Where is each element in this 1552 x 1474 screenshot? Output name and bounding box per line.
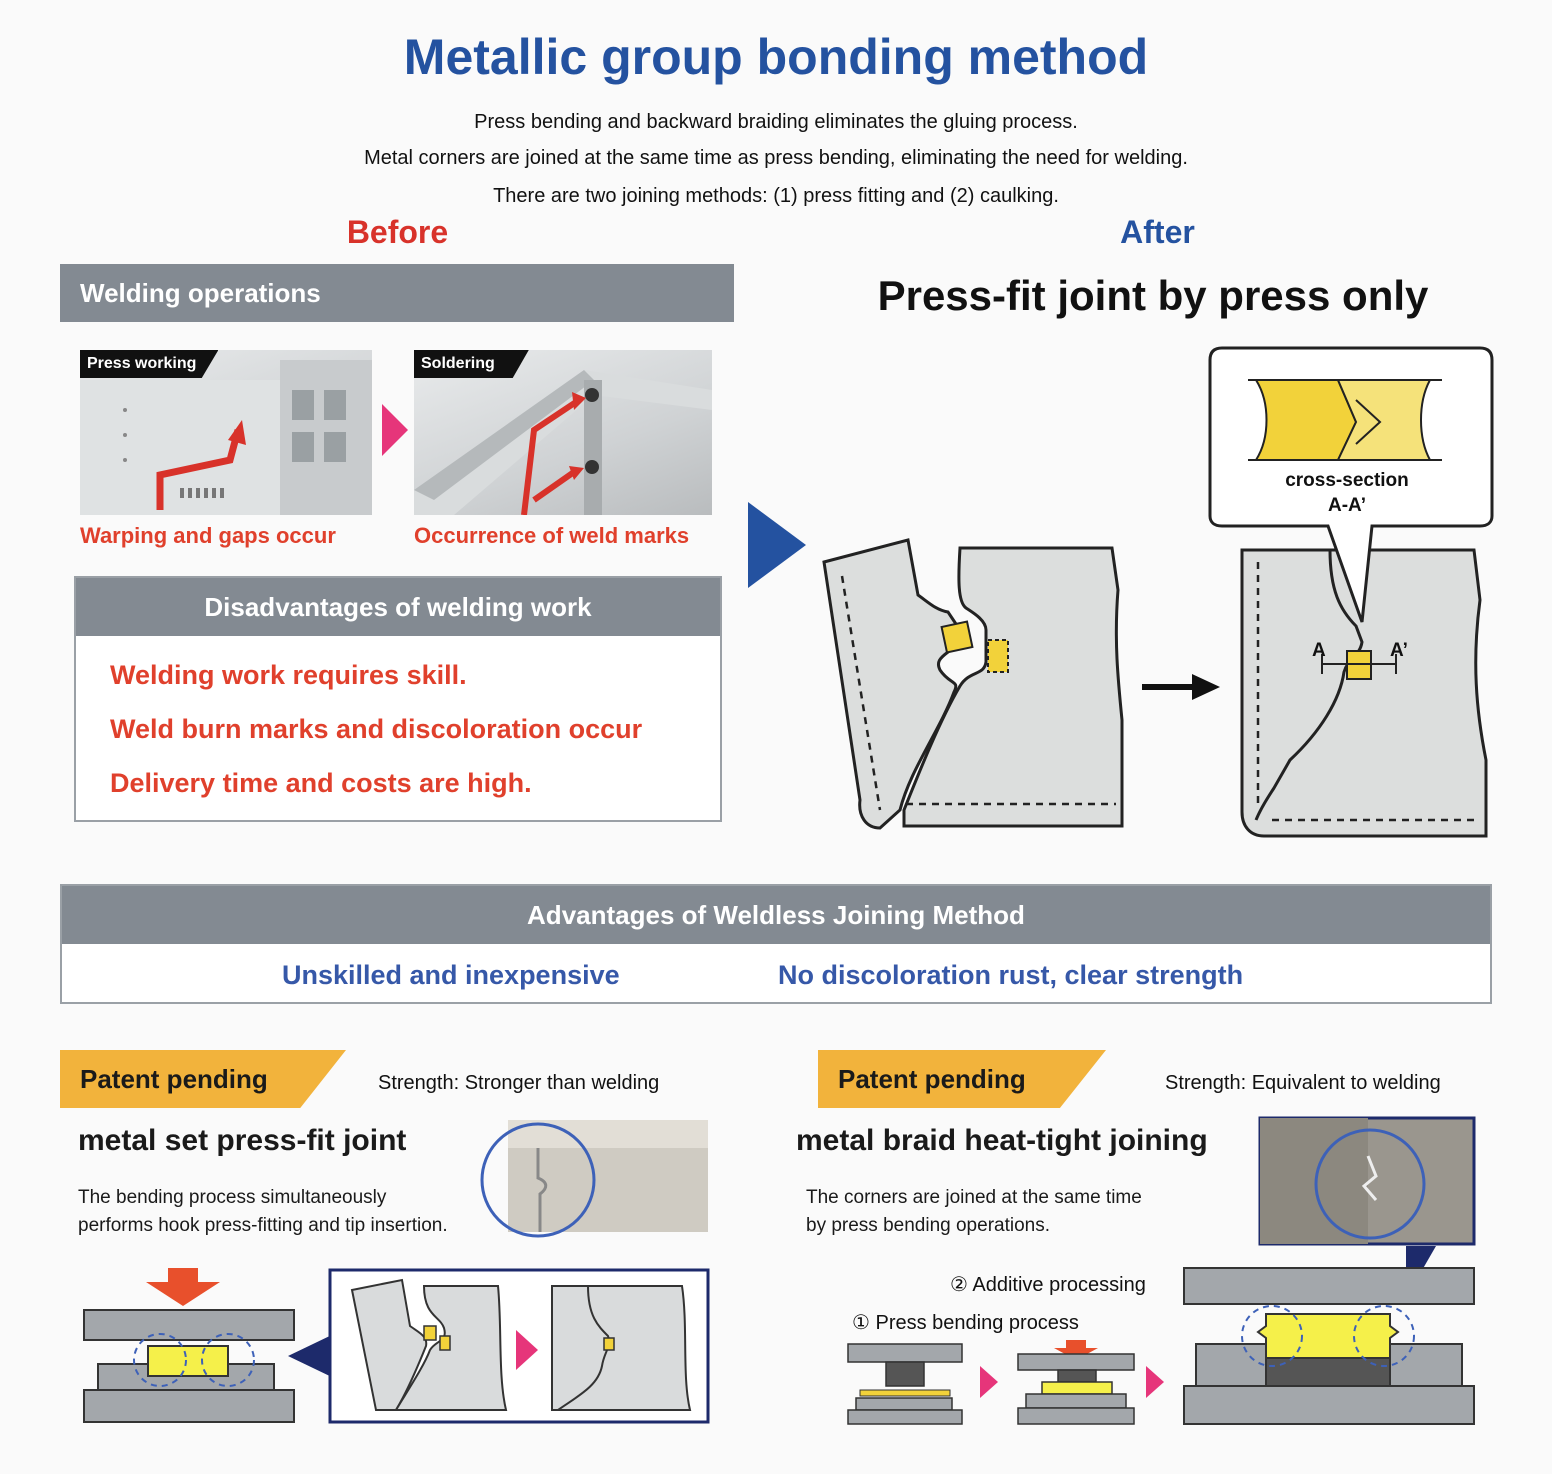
disadvantages-header: Disadvantages of welding work <box>76 578 720 636</box>
after-headline: Press-fit joint by press only <box>877 272 1429 319</box>
callout-line-1: cross-section <box>1285 470 1409 491</box>
strength-1: Strength: Stronger than welding <box>378 1072 660 1094</box>
intro-line-1: Press bending and backward braiding elim… <box>474 111 1078 133</box>
press-working-tag: Press working <box>80 350 219 378</box>
intro-line-3: There are two joining methods: (1) press… <box>493 185 1059 207</box>
soldering-photo: Soldering <box>414 350 712 515</box>
disadvantage-2: Weld burn marks and discoloration occur <box>110 714 643 744</box>
callout-caption: cross-section A-A’ <box>1210 468 1484 518</box>
section-label-a: A <box>1312 640 1326 661</box>
weld-marks-caption: Occurrence of weld marks <box>414 523 690 548</box>
section-label-a-prime: A’ <box>1390 640 1408 661</box>
caulking-process-diagram <box>847 1246 1475 1425</box>
big-blue-arrow-icon <box>748 502 806 588</box>
method-1-desc: The bending process simultaneously perfo… <box>78 1184 448 1240</box>
welding-operations-header: Welding operations <box>60 264 734 322</box>
disadvantage-3: Delivery time and costs are high. <box>110 768 532 798</box>
warping-caption: Warping and gaps occur <box>80 523 336 548</box>
disadvantages-panel: Disadvantages of welding work Welding wo… <box>74 576 722 822</box>
advantages-panel: Advantages of Weldless Joining Method Un… <box>60 884 1492 1004</box>
press-working-photo: Press working <box>80 350 372 515</box>
pink-arrow-icon <box>382 404 408 456</box>
intro-line-2: Metal corners are joined at the same tim… <box>364 147 1188 169</box>
before-fit-pieces <box>822 538 1124 830</box>
method-1-desc-line-2: performs hook press-fitting and tip inse… <box>78 1215 448 1236</box>
method-2-desc-line-2: by press bending operations. <box>806 1215 1050 1236</box>
method-1-title: metal set press-fit joint <box>78 1124 407 1157</box>
method-2-desc-line-1: The corners are joined at the same time <box>806 1187 1142 1208</box>
method-1-desc-line-1: The bending process simultaneously <box>78 1187 387 1208</box>
press-fit-diagram <box>822 346 1494 838</box>
patent-badge-2: Patent pending <box>818 1050 1106 1108</box>
callout-line-2: A-A’ <box>1328 495 1366 516</box>
method-2-title: metal braid heat-tight joining <box>796 1124 1208 1157</box>
after-fit-pieces <box>1240 548 1488 838</box>
step-2-label: ② Additive processing <box>950 1274 1146 1296</box>
after-label: After <box>1120 214 1195 250</box>
step-1-label: ① Press bending process <box>852 1312 1079 1334</box>
press-fit-process-diagram <box>83 1268 710 1424</box>
patent-badge-1: Patent pending <box>60 1050 346 1108</box>
advantages-header: Advantages of Weldless Joining Method <box>62 886 1490 944</box>
method-2-desc: The corners are joined at the same time … <box>806 1184 1142 1240</box>
advantage-right: No discoloration rust, clear strength <box>778 960 1244 990</box>
strength-2: Strength: Equivalent to welding <box>1165 1072 1441 1094</box>
press-working-illustration <box>80 360 372 515</box>
caulking-photo <box>1258 1116 1476 1246</box>
advantage-left: Unskilled and inexpensive <box>282 960 620 990</box>
page-title: Metallic group bonding method <box>403 29 1149 85</box>
before-label: Before <box>346 214 449 250</box>
disadvantage-1: Welding work requires skill. <box>110 660 467 690</box>
press-fit-photo <box>480 1120 708 1238</box>
soldering-illustration <box>414 370 712 515</box>
soldering-tag: Soldering <box>414 350 529 378</box>
